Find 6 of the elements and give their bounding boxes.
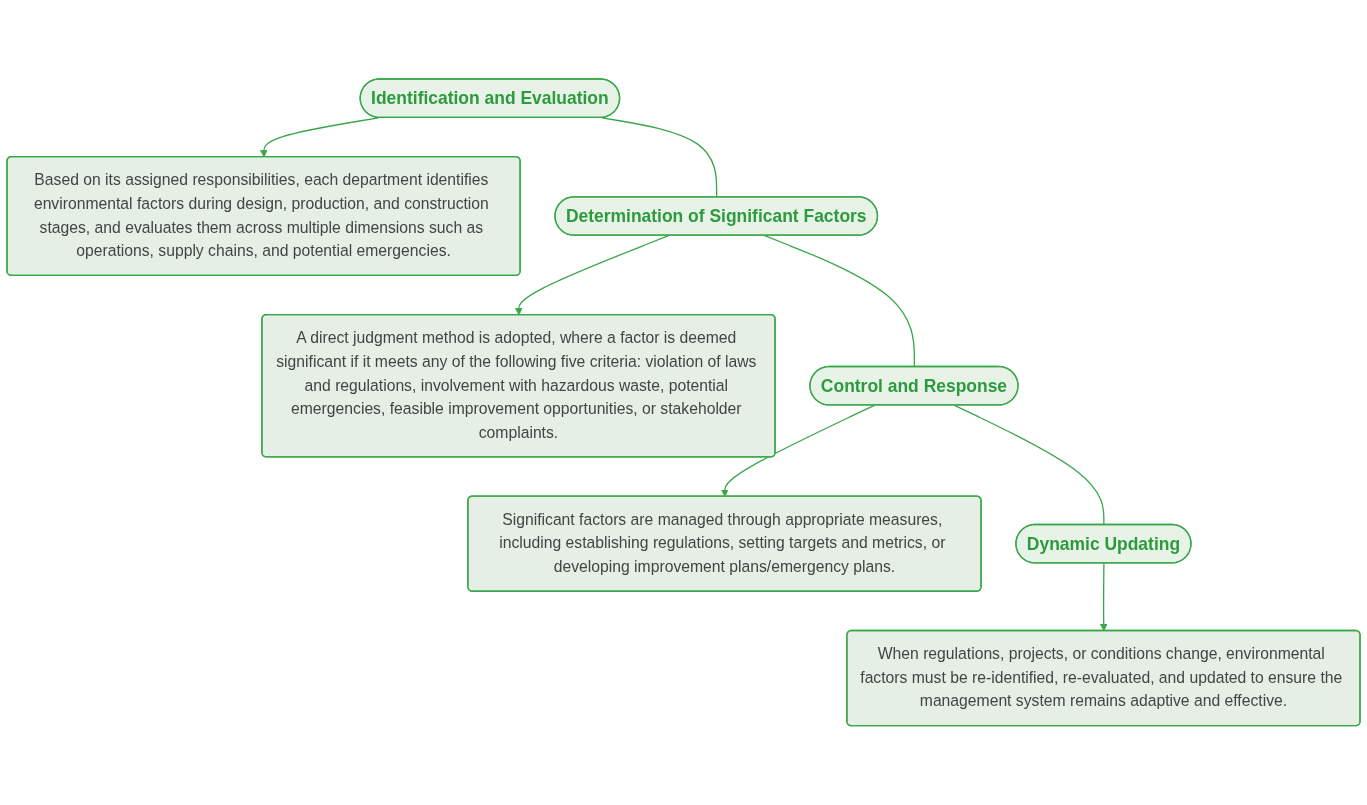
- connector: [764, 235, 916, 368]
- arrow: [514, 235, 670, 316]
- arrow: [260, 117, 380, 158]
- connector: [953, 404, 1105, 526]
- arrow: [720, 404, 875, 498]
- arrow: [1099, 562, 1108, 632]
